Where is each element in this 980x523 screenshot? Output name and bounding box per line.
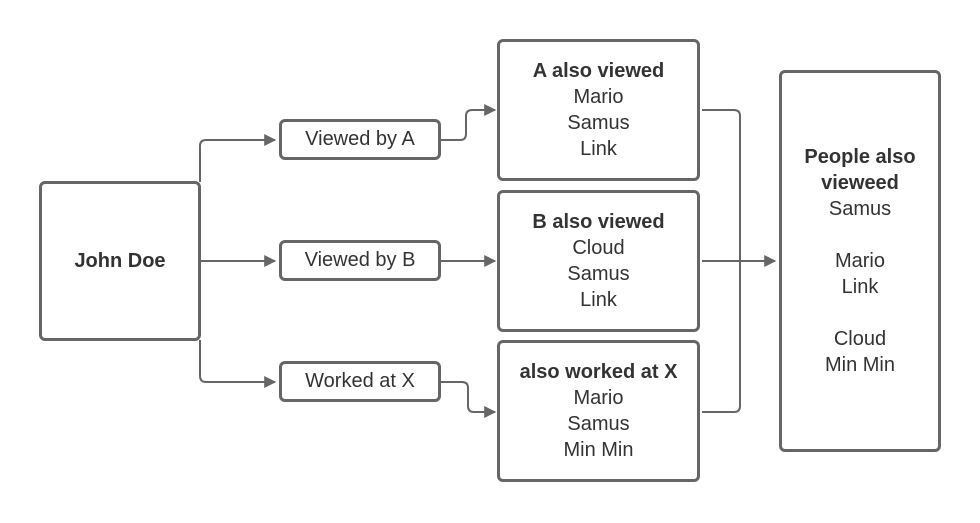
john-doe-title: John Doe	[74, 250, 166, 272]
people-also-viewed-title-line1: People also	[804, 146, 916, 168]
a-also-viewed-node: A also viewed Mario Samus Link	[497, 39, 700, 181]
edge-john-to-worked-x	[199, 340, 277, 388]
edge-x-also-to-result	[702, 261, 741, 413]
edge-a-also-to-result	[702, 109, 741, 261]
x-also-item: Samus	[567, 413, 630, 435]
john-doe-node: John Doe	[39, 181, 201, 341]
a-also-viewed-title: A also viewed	[532, 60, 665, 82]
viewed-by-b-node: Viewed by B	[279, 240, 441, 281]
a-also-item: Mario	[573, 86, 624, 108]
also-worked-at-x-title: also worked at X	[519, 361, 678, 383]
worked-at-x-label: Worked at X	[305, 370, 415, 392]
edge-john-to-viewed-a	[199, 134, 277, 182]
result-item: Min Min	[824, 354, 895, 376]
edge-viewed-a-to-a-also	[440, 104, 497, 141]
worked-at-x-node: Worked at X	[279, 361, 441, 402]
b-also-viewed-title: B also viewed	[532, 211, 665, 233]
viewed-by-b-label: Viewed by B	[304, 249, 416, 271]
result-item: Samus	[828, 198, 892, 220]
also-worked-at-x-node: also worked at X Mario Samus Min Min	[497, 340, 700, 482]
viewed-by-a-label: Viewed by A	[305, 128, 415, 150]
a-also-item: Link	[580, 138, 617, 160]
b-also-item: Samus	[567, 263, 630, 285]
result-item: Mario	[834, 250, 885, 272]
people-also-viewed-title-line2: vieweed	[821, 172, 899, 194]
b-also-item: Link	[580, 289, 617, 311]
result-item: Cloud	[833, 328, 887, 350]
b-also-item: Cloud	[572, 237, 625, 259]
x-also-item: Mario	[573, 387, 624, 409]
viewed-by-a-node: Viewed by A	[279, 119, 441, 160]
b-also-viewed-node: B also viewed Cloud Samus Link	[497, 190, 700, 332]
x-also-item: Min Min	[563, 439, 634, 461]
result-item: Link	[841, 276, 879, 298]
people-also-viewed-node: People also vieweed Samus Mario Link Clo…	[779, 70, 941, 452]
a-also-item: Samus	[567, 112, 630, 134]
edge-worked-x-to-x-also	[440, 381, 497, 418]
